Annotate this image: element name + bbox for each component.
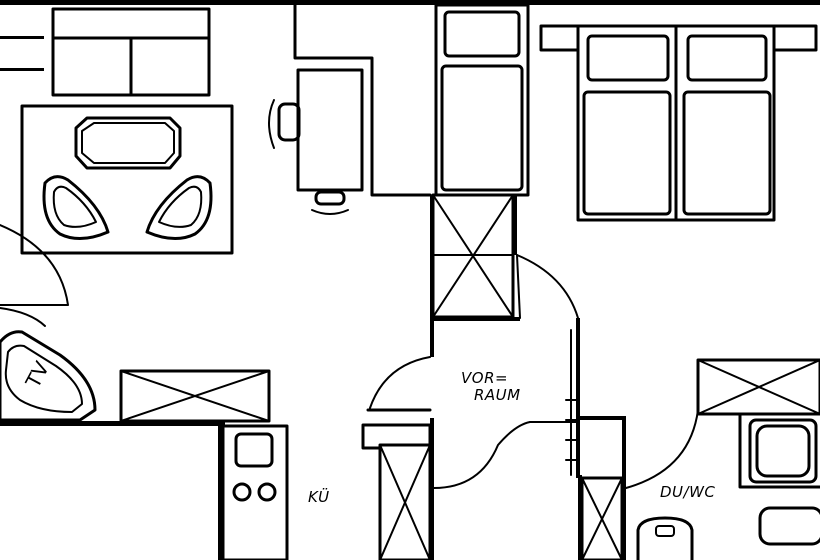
hall-label-line1: VOR= [461, 369, 508, 387]
hall-right-wall [576, 318, 580, 478]
sofa[interactable] [51, 7, 211, 97]
desk-chair-front[interactable] [311, 190, 349, 215]
bath-left-wall [578, 475, 582, 560]
desk-partition [293, 3, 432, 197]
kitchen-label: KÜ [308, 487, 330, 506]
single-bed[interactable] [434, 3, 530, 197]
tv-cabinet[interactable]: TV [0, 330, 97, 422]
double-bed[interactable] [576, 24, 776, 222]
armchair-right[interactable] [145, 175, 213, 240]
living-kitchen-wall [0, 421, 225, 426]
kitchen-counter [221, 424, 289, 560]
bath-cabinet[interactable] [696, 358, 820, 416]
bath-top-wall [578, 416, 626, 420]
washbasin[interactable] [748, 418, 818, 484]
hall-top-wall [430, 317, 520, 321]
hall-door-marks [565, 329, 577, 476]
top-wall-left-lower [0, 68, 44, 71]
hall-left-wall-upper [430, 317, 434, 357]
bath-storage[interactable] [580, 476, 624, 560]
bedroom-hall-wall [513, 195, 517, 255]
sideboard[interactable] [119, 369, 271, 423]
hall-bath-door-swing[interactable] [433, 421, 577, 489]
desk-chair-seat[interactable] [268, 99, 301, 149]
bath-wall-segment [622, 416, 626, 560]
stove[interactable] [232, 482, 277, 502]
bathroom-walls-inner [738, 412, 820, 489]
shower-tray[interactable] [758, 506, 820, 546]
sink[interactable] [234, 432, 274, 468]
bath-door-swing[interactable] [625, 359, 699, 489]
hall-left-wall-lower [430, 418, 434, 560]
toilet[interactable] [636, 516, 694, 560]
kitchen-cabinet[interactable] [361, 423, 432, 560]
bedroom-door-swing[interactable] [516, 254, 579, 319]
desk[interactable] [296, 68, 364, 192]
rug [20, 104, 234, 255]
coffee-table[interactable] [74, 116, 182, 170]
bathroom-label: DU/WC [660, 483, 715, 501]
hall-door-swing[interactable] [366, 356, 432, 412]
top-wall-left-upper [0, 36, 44, 39]
living-side-arc [0, 307, 46, 327]
hall-label-line2: RAUM [474, 386, 521, 404]
living-door-swing[interactable] [0, 224, 69, 306]
kitchen-left-wall [218, 421, 223, 560]
wardrobe[interactable] [431, 193, 515, 319]
armchair-left[interactable] [42, 175, 110, 240]
top-wall [0, 0, 820, 5]
